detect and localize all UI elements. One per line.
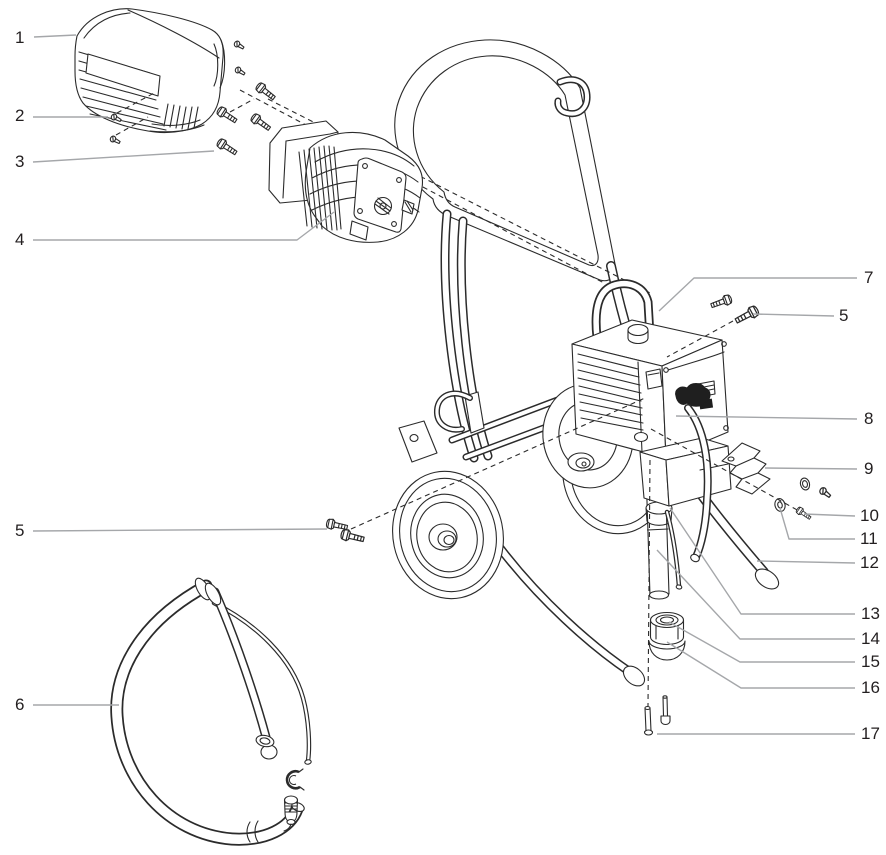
callout-label-15: 15 xyxy=(861,652,880,671)
leader-1 xyxy=(33,34,77,38)
callout-label-7: 7 xyxy=(864,268,873,287)
callout-label-11: 11 xyxy=(860,529,878,548)
cover-vents xyxy=(163,103,199,130)
leader-4 xyxy=(33,211,335,241)
leader-10 xyxy=(803,513,856,517)
leader-16 xyxy=(666,641,855,689)
callout-label-16: 16 xyxy=(861,678,880,697)
cover-hardware xyxy=(108,39,278,158)
callout-label-2: 2 xyxy=(15,106,24,125)
callout-label-9: 9 xyxy=(864,459,873,478)
leader-8 xyxy=(675,415,858,420)
leader-12 xyxy=(756,560,856,564)
callout-label-10: 10 xyxy=(860,506,879,525)
callout-label-3: 3 xyxy=(15,152,24,171)
leader-5-left xyxy=(32,528,328,532)
return-hose-thin xyxy=(211,600,312,765)
callout-label-1: 1 xyxy=(15,28,24,47)
inlet-filter xyxy=(648,611,686,661)
callout-label-8: 8 xyxy=(864,409,873,428)
motor-assembly xyxy=(268,120,424,243)
siphon-hose-assembly xyxy=(110,577,312,846)
drop-tube xyxy=(210,587,278,760)
callout-label-5-right: 5 xyxy=(839,306,848,325)
cart-handle xyxy=(394,39,616,282)
pump-assembly xyxy=(571,279,732,563)
hose-clamp xyxy=(194,577,222,606)
cart-front-leg xyxy=(495,543,646,687)
handle-hook xyxy=(554,76,591,118)
callout-label-5-left: 5 xyxy=(15,521,24,540)
callout-label-17: 17 xyxy=(861,724,880,743)
o-ring xyxy=(799,477,811,491)
assembly-dashed-lines xyxy=(350,320,800,707)
filter-bell xyxy=(648,640,686,661)
return-tube xyxy=(664,509,683,590)
callout-label-12: 12 xyxy=(860,553,879,572)
mounting-bolts-left xyxy=(325,517,366,546)
small-hardware xyxy=(774,477,833,522)
prime-knob xyxy=(675,383,711,407)
mounting-bolts-right xyxy=(709,293,761,327)
leader-11 xyxy=(779,507,855,540)
motor-cover xyxy=(74,8,226,134)
leader-7 xyxy=(658,277,857,312)
leader-3 xyxy=(32,150,215,163)
pump-handle xyxy=(591,279,655,342)
pump-motor-fins xyxy=(577,353,644,431)
leader-14 xyxy=(656,549,855,640)
leader-lines xyxy=(32,34,858,735)
leader-9 xyxy=(764,467,858,470)
callout-label-14: 14 xyxy=(861,629,880,648)
suction-hose-loop xyxy=(110,579,305,846)
axle-plate xyxy=(398,420,438,463)
e-clip xyxy=(285,768,305,791)
leader-13 xyxy=(669,507,855,615)
left-wheel xyxy=(392,470,504,600)
callout-label-13: 13 xyxy=(861,604,880,623)
paint-hose xyxy=(684,404,712,563)
inlet-fitting xyxy=(283,795,299,832)
pump-cap xyxy=(627,323,649,345)
pail-hook xyxy=(433,390,485,434)
leader-15 xyxy=(668,621,855,663)
pins xyxy=(643,695,671,736)
assembly-dashed-lines-rear xyxy=(239,89,651,294)
leader-5-right xyxy=(752,313,835,317)
callout-label-4: 4 xyxy=(15,230,24,249)
power-switch xyxy=(645,368,663,390)
callout-labels: 1 2 3 4 5 6 7 5 8 9 10 11 12 13 14 15 16… xyxy=(15,28,880,743)
callout-label-6: 6 xyxy=(15,695,24,714)
motor-fins xyxy=(298,145,342,231)
